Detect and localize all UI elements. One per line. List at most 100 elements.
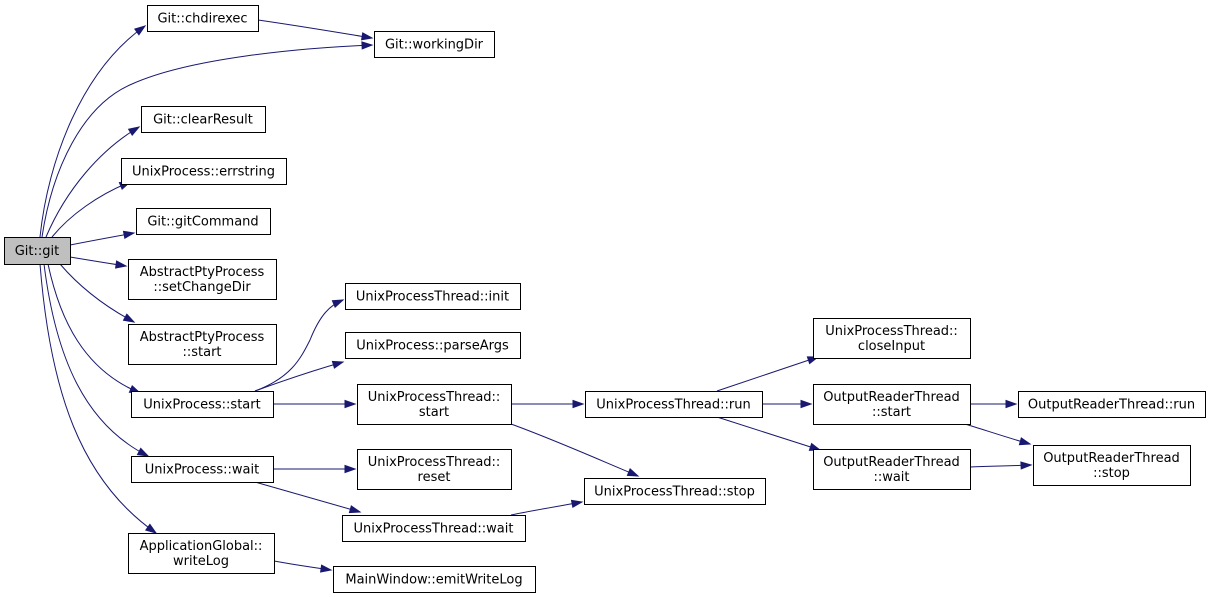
node-label: ::wait <box>873 470 909 485</box>
edge-git-to-gitcommand <box>69 230 136 246</box>
edge-git-to-apstart <box>59 263 136 323</box>
edge-upt_run-to-closeinput <box>716 356 820 392</box>
node-box <box>345 283 521 310</box>
node-upt_wait[interactable]: UnixProcessThread::wait <box>342 515 526 542</box>
node-ort_wait[interactable]: OutputReaderThread::wait <box>813 449 971 490</box>
node-upstart[interactable]: UnixProcess::start <box>131 391 274 418</box>
node-label: UnixProcess::errstring <box>132 165 275 180</box>
arrowhead <box>361 41 374 50</box>
edge-line <box>510 501 583 516</box>
edge-git-to-clearresult <box>45 126 141 238</box>
edge-ort_start-to-ort_stop <box>964 423 1032 446</box>
node-ort_start[interactable]: OutputReaderThread::start <box>813 384 971 425</box>
arrowhead <box>127 126 141 137</box>
node-label: Git::gitCommand <box>147 215 258 230</box>
node-label: UnixProcessThread::run <box>596 398 750 413</box>
edge-line <box>59 263 135 323</box>
node-label: UnixProcessThread::init <box>356 290 509 305</box>
edge-line <box>716 416 821 451</box>
node-box <box>128 259 277 300</box>
node-label: UnixProcess::parseArgs <box>356 339 509 354</box>
edge-line <box>254 299 344 392</box>
node-box <box>374 31 495 58</box>
node-label: UnixProcessThread:: <box>368 455 501 470</box>
node-upt_stop[interactable]: UnixProcessThread::stop <box>584 478 766 505</box>
arrowhead <box>331 299 345 308</box>
node-box <box>141 106 266 133</box>
node-box <box>147 5 259 32</box>
node-upwait[interactable]: UnixProcess::wait <box>131 456 274 483</box>
edge-ort_start-to-ort_run <box>969 399 1018 409</box>
node-label: Git::git <box>15 244 60 259</box>
node-git[interactable]: Git::git <box>4 237 71 265</box>
edge-line <box>716 356 819 392</box>
edge-upstart-to-upt_start <box>272 399 357 409</box>
arrowhead <box>115 260 128 269</box>
arrowhead <box>360 32 374 41</box>
arrowhead <box>800 399 813 409</box>
node-clearresult[interactable]: Git::clearResult <box>141 106 266 133</box>
node-parseargs[interactable]: UnixProcess::parseArgs <box>345 332 521 359</box>
edges-layer <box>39 19 1033 573</box>
node-label: OutputReaderThread <box>823 455 960 470</box>
node-errstring[interactable]: UnixProcess::errstring <box>121 158 287 185</box>
node-label: UnixProcessThread:: <box>825 324 958 339</box>
edge-git-to-chdirexec <box>39 25 147 238</box>
node-setchangedir[interactable]: AbstractPtyProcess::setChangeDir <box>128 259 277 300</box>
arrowhead <box>572 399 585 409</box>
node-box <box>357 384 512 425</box>
node-box <box>131 456 274 483</box>
node-box <box>128 533 275 574</box>
node-upt_run[interactable]: UnixProcessThread::run <box>585 391 763 418</box>
node-box <box>136 208 271 235</box>
node-apstart[interactable]: AbstractPtyProcess::start <box>128 324 277 365</box>
edge-chdirexec-to-workingdir <box>257 19 374 41</box>
node-gitcommand[interactable]: Git::gitCommand <box>136 208 271 235</box>
edge-upwait-to-upt_wait <box>254 481 362 514</box>
arrowhead <box>133 25 147 36</box>
arrowhead <box>136 447 150 457</box>
node-closeinput[interactable]: UnixProcessThread::closeInput <box>813 318 971 359</box>
edge-line <box>51 181 131 238</box>
node-upt_reset[interactable]: UnixProcessThread::reset <box>357 449 512 490</box>
node-label: ::start <box>872 405 911 420</box>
node-box <box>584 478 766 505</box>
node-chdirexec[interactable]: Git::chdirexec <box>147 5 259 32</box>
arrowhead <box>1018 437 1032 446</box>
edge-git-to-upwait <box>43 263 150 457</box>
node-box <box>128 324 277 365</box>
node-upt_init[interactable]: UnixProcessThread::init <box>345 283 521 310</box>
arrowhead <box>344 399 357 409</box>
edge-git-to-upstart <box>47 263 142 394</box>
node-ort_stop[interactable]: OutputReaderThread::stop <box>1033 445 1191 486</box>
node-box <box>4 237 71 265</box>
node-label: AbstractPtyProcess <box>140 265 265 280</box>
arrowhead <box>1005 399 1018 409</box>
node-box <box>585 391 763 418</box>
arrowhead <box>331 360 345 369</box>
edge-upstart-to-upt_init <box>254 299 345 392</box>
node-label: writeLog <box>173 554 229 569</box>
node-box <box>813 449 971 490</box>
arrowhead <box>348 505 362 514</box>
node-label: ::start <box>182 345 221 360</box>
node-label: start <box>419 405 449 420</box>
node-emitwritelog[interactable]: MainWindow::emitWriteLog <box>333 566 536 593</box>
edge-git-to-workingdir <box>41 41 374 238</box>
node-box <box>333 566 536 593</box>
node-writelog[interactable]: ApplicationGlobal::writeLog <box>128 533 275 574</box>
node-label: OutputReaderThread::run <box>1028 398 1195 413</box>
edge-upt_wait-to-upt_stop <box>510 499 584 516</box>
edge-line <box>510 423 639 477</box>
node-upt_start[interactable]: UnixProcessThread::start <box>357 384 512 425</box>
node-box <box>813 318 971 359</box>
node-label: ::setChangeDir <box>153 280 251 295</box>
arrowhead <box>1020 461 1033 470</box>
node-label: AbstractPtyProcess <box>140 330 265 345</box>
node-ort_run[interactable]: OutputReaderThread::run <box>1018 391 1206 418</box>
edge-upt_start-to-upt_stop <box>510 423 640 477</box>
node-workingdir[interactable]: Git::workingDir <box>374 31 495 58</box>
edge-line <box>45 126 140 238</box>
arrowhead <box>320 564 333 573</box>
